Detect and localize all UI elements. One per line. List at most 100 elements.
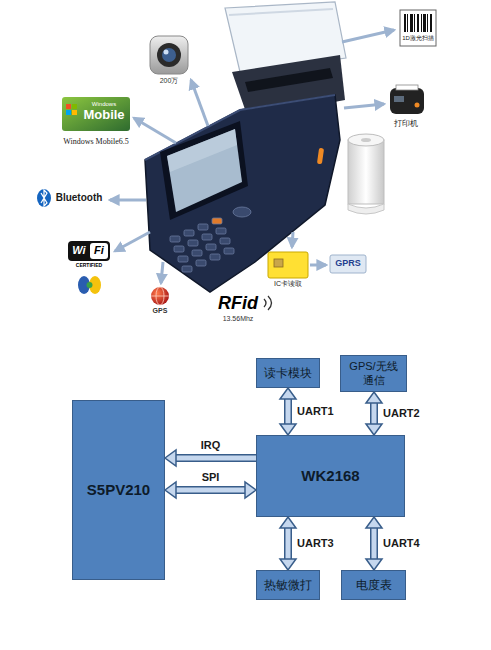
bluetooth-logo (37, 189, 51, 207)
bus-arrow-outline (175, 454, 256, 462)
icon-caption: 13.56Mhz (223, 315, 254, 323)
paper-roll (348, 140, 384, 204)
keypad (192, 250, 202, 256)
handheld-terminal (167, 129, 237, 172)
arrow-head (366, 392, 382, 403)
barcode-icon (427, 14, 428, 32)
handheld-terminal (160, 121, 248, 220)
printer-icon (390, 88, 424, 114)
box-label: WK2168 (301, 467, 359, 485)
barcode-icon (417, 14, 419, 32)
rfid-waves (268, 296, 272, 310)
bus-arrow-body (372, 402, 377, 425)
keypad (196, 260, 206, 266)
windows-mobile-logo (66, 104, 71, 109)
bus-arrow (366, 517, 382, 570)
arrow-head (245, 482, 256, 498)
signal-label: IRQ (200, 439, 222, 452)
bus-arrow-outline (284, 398, 292, 425)
icon-caption: GPRS (335, 258, 361, 268)
keypad (184, 230, 194, 236)
feature-arrow (110, 199, 146, 202)
windows-mobile-logo (62, 97, 130, 131)
bluetooth-logo (37, 189, 51, 207)
logo-text: Windows (92, 101, 116, 108)
icon-caption: 1D激光扫描 (402, 35, 434, 42)
gprs-box (330, 255, 366, 273)
feature-arrow (344, 104, 384, 108)
keypad (212, 218, 222, 224)
logo-text: Fi (94, 244, 104, 257)
handheld-terminal (145, 2, 346, 292)
logo-text: CERTIFIED (76, 263, 102, 269)
bus-arrow (280, 517, 296, 570)
printer-icon (415, 103, 420, 108)
keypad (206, 244, 216, 250)
logo-text: RFid (218, 293, 258, 314)
paper-roll (348, 134, 384, 146)
arrow-head (366, 424, 382, 435)
barcode-icon (421, 14, 422, 32)
rfid-waves (264, 296, 272, 310)
camera-icon (164, 50, 169, 55)
signal-label: UART4 (382, 537, 421, 550)
bus-arrow-outline (370, 402, 378, 425)
arrow-head (280, 424, 296, 435)
logo-text: Bluetooth (56, 192, 103, 204)
keypad (210, 254, 220, 260)
paper-roll (348, 134, 384, 214)
box-label: 热敏微打 (264, 578, 312, 592)
box-label: 电度表 (356, 578, 392, 592)
keypad (216, 228, 226, 234)
bus-arrow (165, 450, 256, 466)
gprs-box (330, 255, 366, 273)
keypad (182, 266, 192, 272)
signal-label: UART1 (296, 405, 335, 418)
barcode-icon (404, 14, 406, 32)
camera-icon (150, 36, 188, 74)
ic-card (268, 252, 308, 278)
handheld-terminal (245, 68, 333, 92)
arrow-head (165, 482, 176, 498)
icon-caption: 打印机 (394, 119, 418, 128)
feature-arrow (134, 118, 176, 143)
paper-roll (361, 138, 371, 142)
keypad (170, 207, 251, 272)
logo-text: Mobile (83, 108, 124, 123)
gps-globe (151, 296, 169, 297)
uart-expander-box: WK2168 (256, 435, 405, 517)
camera-icon (162, 48, 176, 62)
icon-caption: Windows Mobile6.5 (63, 137, 128, 146)
processor-box: S5PV210 (72, 400, 165, 580)
box-label: GPS/无线通信 (344, 360, 403, 386)
printer-icon (390, 85, 424, 114)
barcode-icon (410, 14, 413, 32)
icon-caption: IC卡读取 (274, 280, 302, 288)
camera-icon (157, 43, 181, 67)
gps-globe (151, 287, 169, 305)
bus-arrow-body (175, 456, 256, 461)
wifi-logo (90, 243, 108, 259)
feature-arrow (115, 232, 150, 251)
feature-arrow (161, 262, 163, 283)
ic-card (274, 259, 283, 267)
barcode-icon (430, 14, 432, 32)
handheld-terminal (317, 148, 324, 165)
handheld-terminal (229, 9, 333, 15)
arrow-head (165, 450, 176, 466)
signal-label: UART3 (296, 537, 335, 550)
bus-arrow-body (286, 527, 291, 560)
bus-arrow-body (372, 527, 377, 560)
barcode-icon (423, 14, 426, 32)
arrow-head (366, 517, 382, 528)
icon-caption: GPS (153, 307, 168, 315)
ic-card (268, 252, 308, 278)
handheld-terminal (167, 129, 242, 212)
keypad (174, 246, 184, 252)
box-label: 读卡模块 (264, 366, 312, 380)
handheld-terminal (145, 95, 340, 292)
module-box: 热敏微打 (256, 570, 320, 600)
bus-arrow-outline (370, 527, 378, 560)
wifi-logo (68, 241, 110, 294)
